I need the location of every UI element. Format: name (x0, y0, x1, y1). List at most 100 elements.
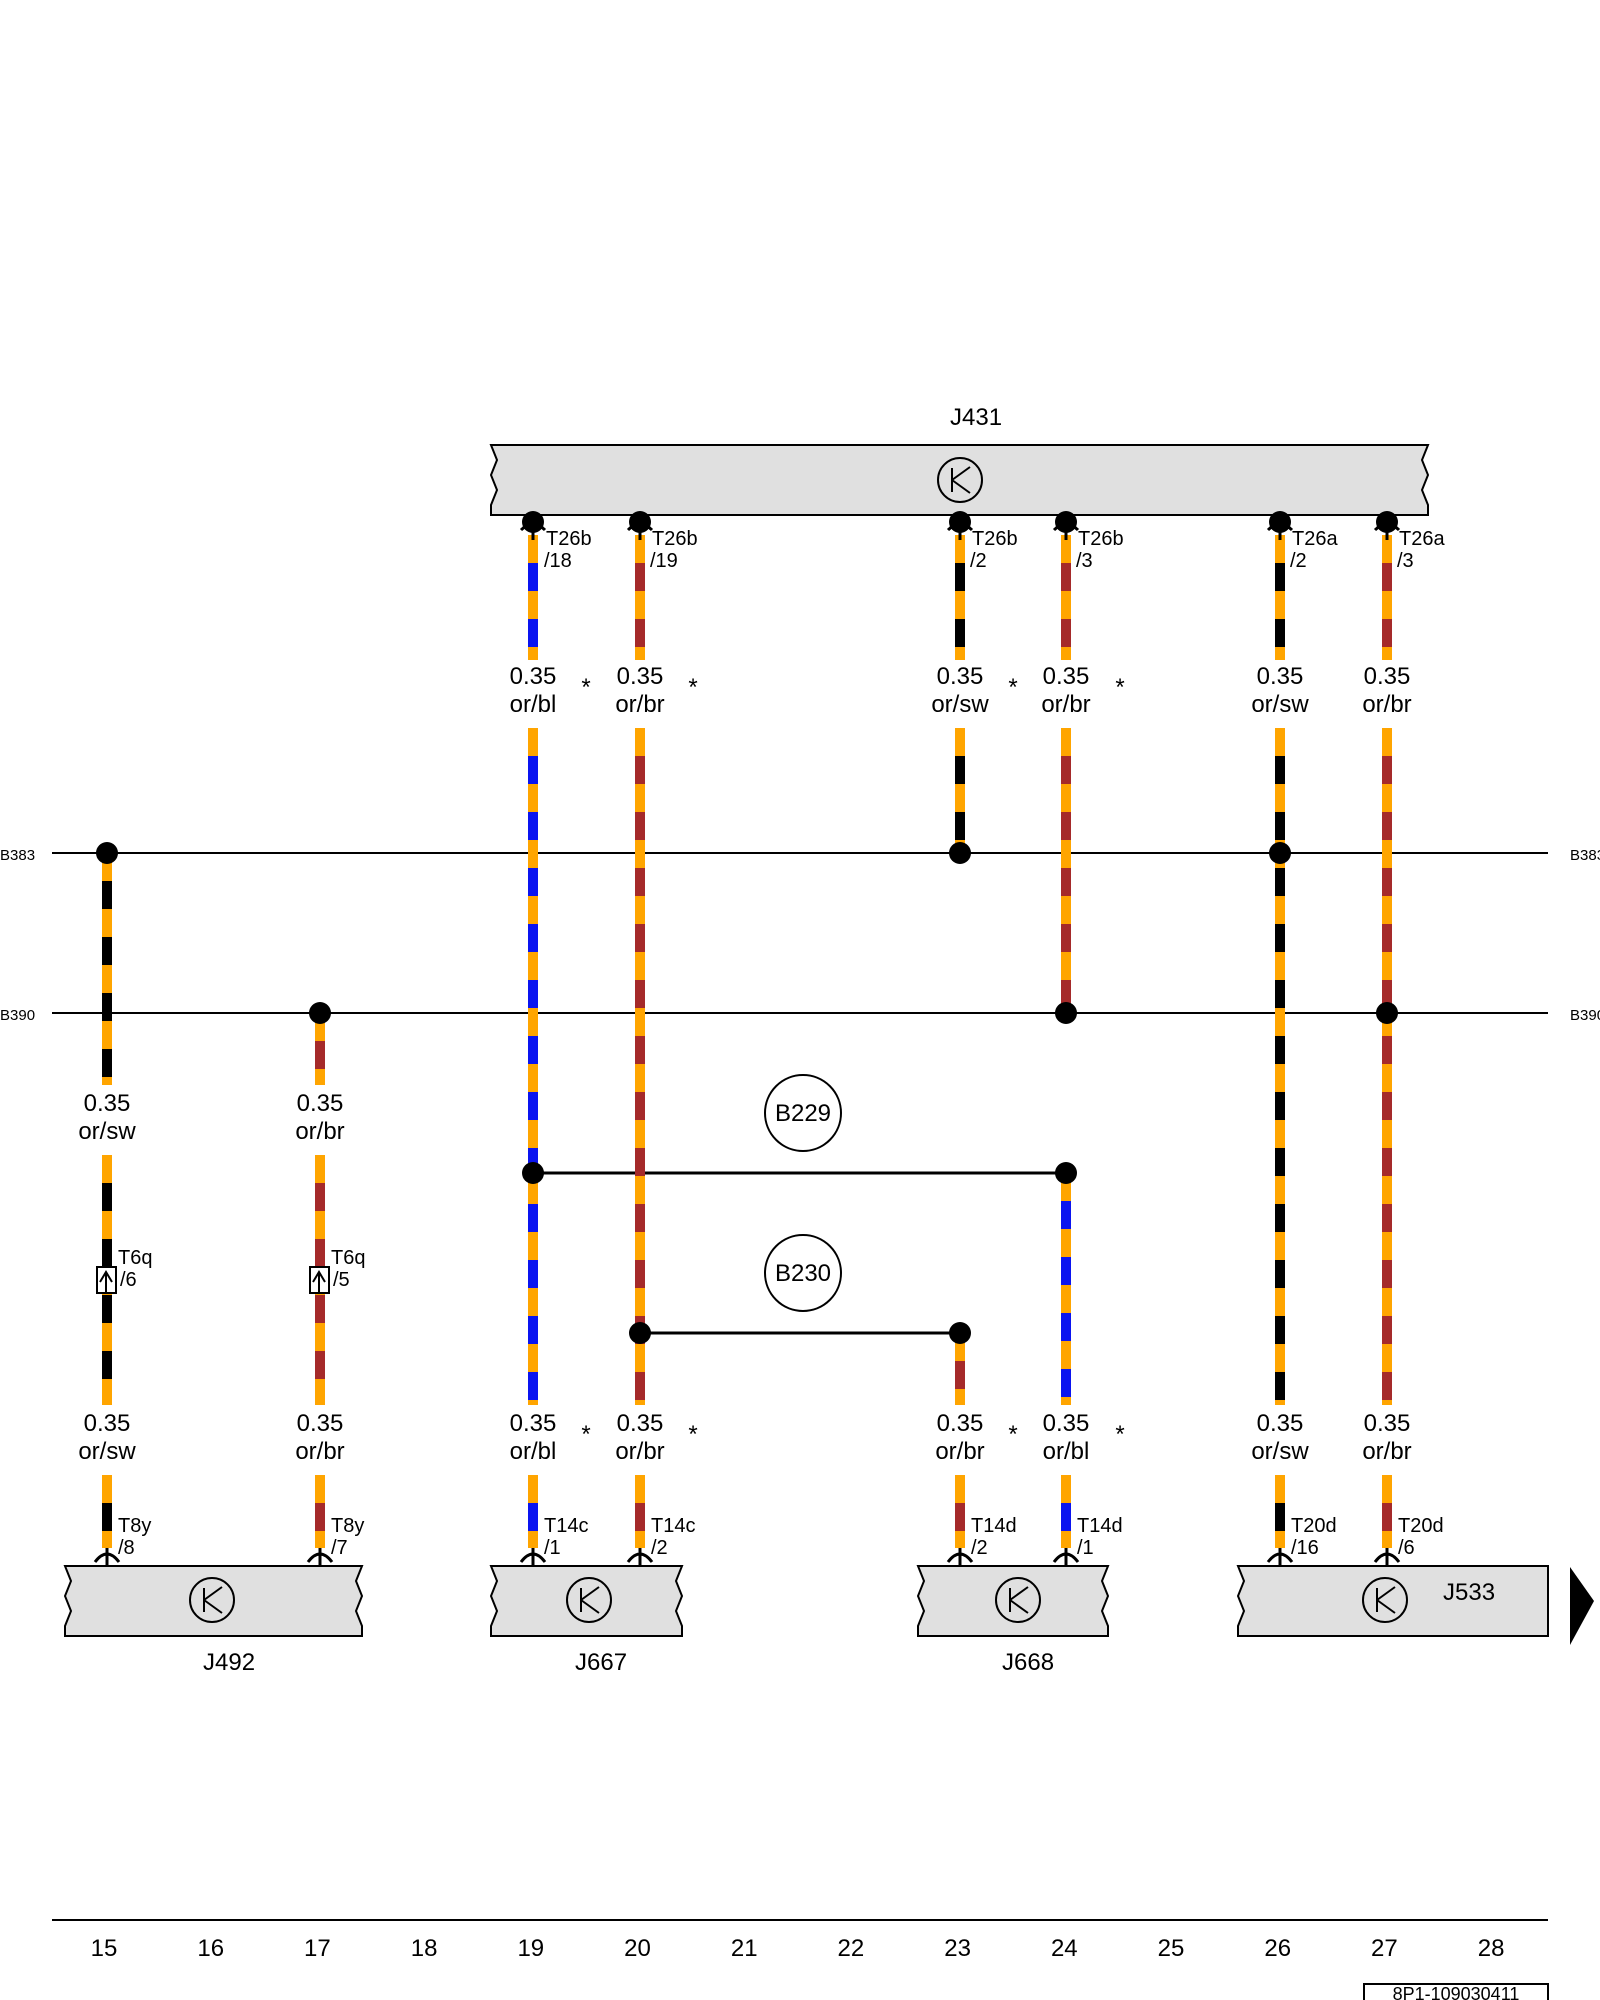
wire-or-sw-segment (1275, 591, 1285, 619)
pin-num-t6q-5: /5 (333, 1269, 350, 1291)
wire-size-bottom-6: 0.35 (1043, 1410, 1090, 1437)
wire-color-top-5: or/sw (1251, 691, 1309, 718)
pin-conn-t20d-6: T20d (1398, 1515, 1444, 1537)
wire-size-top-3: 0.35 (937, 663, 984, 690)
terminal-top-icon-dot (1269, 511, 1291, 533)
wire-or-bl-segment (528, 1344, 538, 1372)
pin-num-t20d-16: /16 (1291, 1537, 1319, 1559)
wire-or-sw-segment (1275, 1316, 1285, 1344)
wire-or-br-segment (635, 1008, 645, 1036)
wire-or-bl-segment (528, 1372, 538, 1400)
ground-symbol-icon (995, 1577, 1041, 1623)
wire-or-bl-segment (528, 1008, 538, 1036)
wire-or-br-segment (955, 1333, 965, 1361)
wire-or-br-segment (1382, 1064, 1392, 1092)
column-number: 26 (1264, 1935, 1291, 1962)
wire-or-bl-segment (1061, 1201, 1071, 1229)
wire-or-br-segment (635, 1036, 645, 1064)
column-number: 17 (304, 1935, 331, 1962)
wire-or-br-segment (1382, 952, 1392, 980)
wire-or-sw-segment (955, 619, 965, 647)
wire-or-sw-segment (102, 1211, 112, 1239)
wire-or-bl-segment (1061, 1229, 1071, 1257)
wire-star-bottom-4: * (688, 1421, 697, 1448)
wire-or-br-segment (955, 1475, 965, 1503)
pin-num-t26b-2: /2 (970, 550, 987, 572)
wire-or-bl-segment (1061, 1397, 1071, 1405)
column-number: 23 (944, 1935, 971, 1962)
wire-size-bottom-1: 0.35 (84, 1410, 131, 1437)
component-label-j431: J431 (950, 404, 1002, 431)
wire-or-sw-segment (102, 1239, 112, 1267)
wire-or-br-segment (1061, 840, 1071, 868)
component-box-j667[interactable] (489, 1565, 684, 1637)
wire-or-bl-segment (528, 1503, 538, 1531)
continuation-arrow-icon[interactable] (1570, 1567, 1594, 1645)
wire-or-bl-segment (1061, 1285, 1071, 1313)
wire-or-br-segment (635, 1120, 645, 1148)
wire-color-top-4: or/br (1041, 691, 1090, 718)
wire-or-bl-segment (528, 1260, 538, 1288)
bus-label-b390-left: B390 (0, 1007, 35, 1024)
wire-or-bl-segment (528, 840, 538, 868)
wire-or-br-segment (635, 1475, 645, 1503)
terminal-top-icon-dot (1055, 511, 1077, 533)
wire-size-bottom-8: 0.35 (1364, 1410, 1411, 1437)
wire-or-bl-segment (1061, 1475, 1071, 1503)
wire-or-br-segment (315, 1351, 325, 1379)
wire-or-br-segment (1382, 1148, 1392, 1176)
connector-arrow-icon (312, 1270, 326, 1292)
component-label-j667: J667 (575, 1649, 627, 1676)
pin-num-t8y-8: /8 (118, 1537, 135, 1559)
wire-or-br-segment (635, 619, 645, 647)
wire-or-br-segment (1382, 840, 1392, 868)
wire-color-top-6: or/br (1362, 691, 1411, 718)
wire-or-br-segment (1382, 1288, 1392, 1316)
circle-label-b230: B230 (775, 1260, 831, 1287)
pin-num-t26b-3: /3 (1076, 550, 1093, 572)
junction-dot (1269, 842, 1291, 864)
wire-or-br-segment (635, 647, 645, 660)
wire-or-bl-segment (528, 1176, 538, 1204)
wire-or-br-segment (635, 1092, 645, 1120)
wire-or-br-segment (1382, 1503, 1392, 1531)
wire-or-sw-segment (1275, 924, 1285, 952)
wire-or-sw-segment (955, 535, 965, 563)
terminal-bottom-icon (626, 1548, 654, 1566)
column-number: 27 (1371, 1935, 1398, 1962)
ground-symbol-icon (1362, 1577, 1408, 1623)
terminal-bottom-icon (1052, 1548, 1080, 1566)
wire-size-top-4: 0.35 (1043, 663, 1090, 690)
pin-conn-t6q-6: T6q (118, 1247, 152, 1269)
wire-star-top-2: * (688, 674, 697, 701)
wire-or-br-segment (1061, 591, 1071, 619)
wire-or-br-segment (635, 924, 645, 952)
wire-or-br-segment (635, 756, 645, 784)
wire-or-bl-segment (528, 1316, 538, 1344)
wire-or-sw-segment (102, 937, 112, 965)
wire-or-sw-segment (955, 784, 965, 812)
component-box-j533[interactable] (1236, 1565, 1549, 1637)
wire-or-br-segment (315, 1155, 325, 1183)
wire-size-top-2: 0.35 (617, 663, 664, 690)
wire-or-sw-segment (102, 909, 112, 937)
wire-or-bl-segment (528, 535, 538, 563)
wire-star-bottom-6: * (1115, 1421, 1124, 1448)
wire-or-sw-segment (1275, 1400, 1285, 1405)
wire-or-bl-segment (528, 812, 538, 840)
wire-or-sw-segment (955, 591, 965, 619)
component-box-j492[interactable] (63, 1565, 364, 1637)
wire-star-bottom-3: * (581, 1421, 590, 1448)
circle-label-b229: B229 (775, 1100, 831, 1127)
pin-conn-t26b-19: T26b (652, 528, 698, 550)
component-box-j431[interactable] (489, 444, 1430, 516)
wire-or-br-segment (1382, 563, 1392, 591)
wire-or-bl-segment (1061, 1341, 1071, 1369)
wire-or-br-segment (1382, 591, 1392, 619)
column-number: 15 (91, 1935, 118, 1962)
pin-conn-t26a-3: T26a (1399, 528, 1445, 550)
wire-or-br-segment (315, 1239, 325, 1267)
pin-num-t20d-6: /6 (1398, 1537, 1415, 1559)
